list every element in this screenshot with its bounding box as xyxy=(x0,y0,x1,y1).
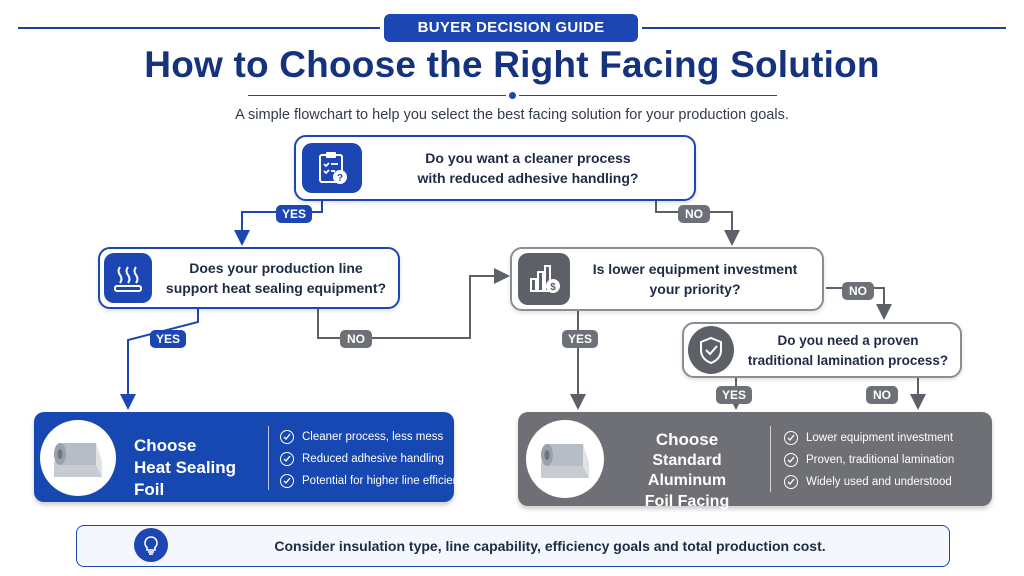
q3-no-label: NO xyxy=(842,282,874,300)
foil-roll-icon xyxy=(40,420,116,496)
title-underline-right xyxy=(519,95,777,96)
heat-waves-icon xyxy=(104,253,152,303)
title-underline-left xyxy=(248,95,506,96)
check-icon xyxy=(784,431,798,445)
check-icon xyxy=(280,474,294,488)
q4-yes-label: YES xyxy=(716,386,752,404)
q2-yes-label: YES xyxy=(150,330,186,348)
connector-q2-yes xyxy=(120,308,199,410)
buyer-guide-badge: BUYER DECISION GUIDE xyxy=(384,14,638,42)
page-title: How to Choose the Right Facing Solution xyxy=(144,44,880,85)
standard-bullet-1: Lower equipment investment xyxy=(784,431,953,445)
check-icon xyxy=(784,453,798,467)
heat-bullet-2: Reduced adhesive handling xyxy=(280,452,444,466)
result-heat-sealing-divider xyxy=(268,426,269,490)
clipboard-question-icon: ? xyxy=(302,143,362,193)
svg-text:?: ? xyxy=(337,173,343,184)
q1-yes-label: YES xyxy=(276,205,312,223)
standard-bullet-3: Widely used and understood xyxy=(784,475,952,489)
result-standard-title: Choose Standard Aluminum Foil Facing xyxy=(644,430,730,510)
cost-chart-icon: $ xyxy=(518,253,570,305)
q2-no-label: NO xyxy=(340,330,372,348)
header-rule-left xyxy=(18,27,380,29)
connector-q2-no xyxy=(317,268,510,339)
svg-text:$: $ xyxy=(550,282,556,293)
result-standard-divider xyxy=(770,426,771,492)
heat-bullet-1: Cleaner process, less mess xyxy=(280,430,443,444)
check-icon xyxy=(280,430,294,444)
result-heat-sealing-title: Choose Heat Sealing Foil xyxy=(134,436,237,499)
check-icon xyxy=(280,452,294,466)
check-icon xyxy=(784,475,798,489)
header-rule-right xyxy=(642,27,1006,29)
footer-tip-box xyxy=(76,525,950,567)
question-traditional-lamination-text: Do you need a proven traditional laminat… xyxy=(747,333,949,368)
question-heat-sealing-text: Does your production line support heat s… xyxy=(165,260,387,296)
foil-roll-icon xyxy=(526,420,604,498)
q4-no-label: NO xyxy=(866,386,898,404)
heat-bullet-3: Potential for higher line efficiency xyxy=(280,474,471,488)
question-lower-investment-text: Is lower equipment investment your prior… xyxy=(592,261,798,297)
q3-yes-label: YES xyxy=(562,330,598,348)
q1-no-label: NO xyxy=(678,205,710,223)
title-underline-dot xyxy=(509,92,516,99)
page-subtitle: A simple flowchart to help you select th… xyxy=(235,107,789,123)
question-cleaner-process-text: Do you want a cleaner process with reduc… xyxy=(417,150,639,186)
standard-bullet-2: Proven, traditional lamination xyxy=(784,453,954,467)
footer-tip-text: Consider insulation type, line capabilit… xyxy=(274,538,826,554)
shield-check-icon xyxy=(688,326,734,374)
lightbulb-icon xyxy=(134,528,168,562)
